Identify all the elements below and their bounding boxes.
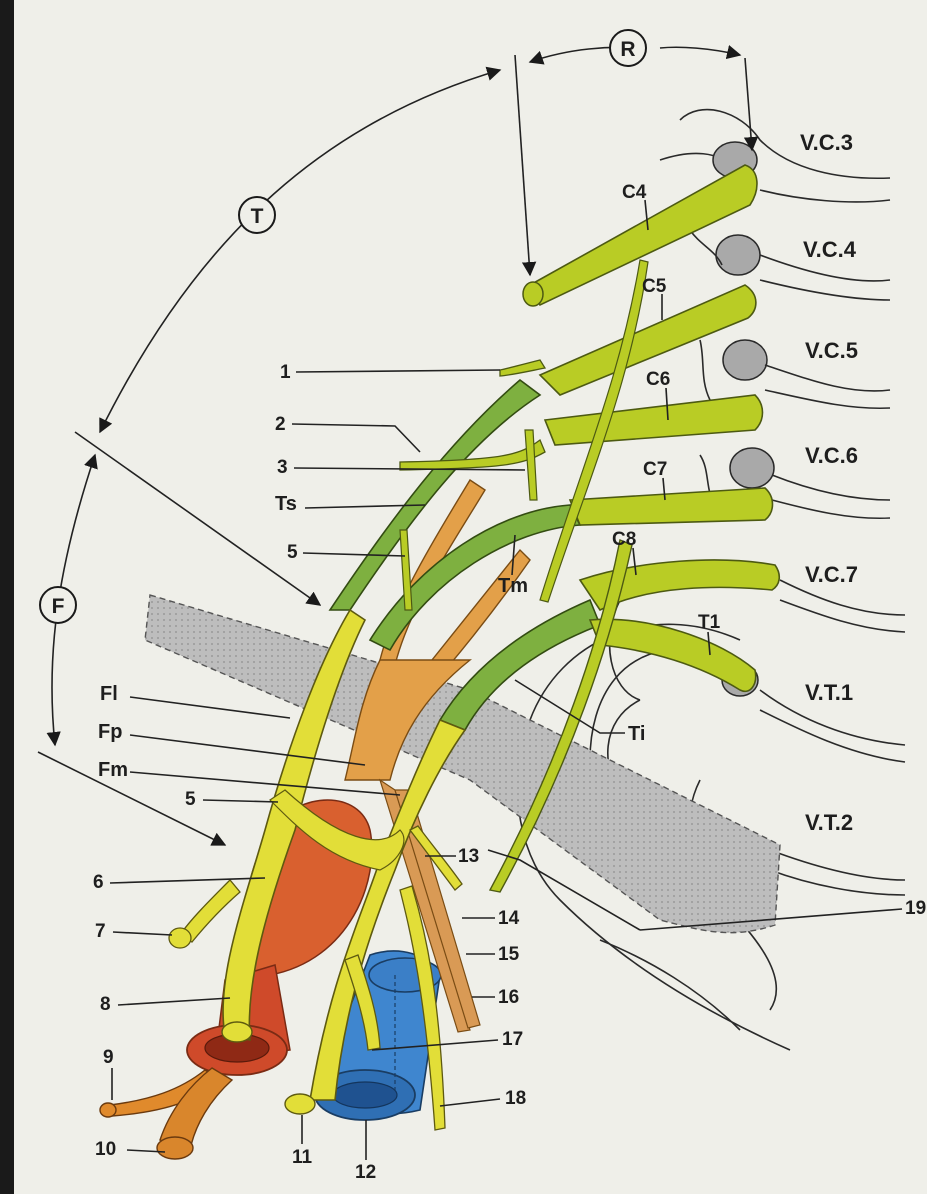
- number-label-9: 9: [103, 1047, 114, 1068]
- region-label-T: T: [239, 197, 275, 233]
- number-label-2: 2: [275, 414, 286, 435]
- number-label-12: 12: [355, 1162, 376, 1183]
- vertebra-label: V.C.3: [800, 130, 853, 155]
- number-label-14: 14: [498, 908, 520, 929]
- number-label-6: 6: [93, 872, 104, 893]
- number-label-15: 15: [498, 944, 520, 965]
- number-label-3: 3: [277, 457, 288, 478]
- vertebra-label: V.C.5: [805, 338, 858, 363]
- vertebra-label: V.T.2: [805, 810, 853, 835]
- number-label-8: 8: [100, 994, 111, 1015]
- root-label: C4: [622, 182, 647, 203]
- number-label-5: 5: [287, 542, 298, 563]
- root-label: C5: [642, 276, 667, 297]
- number-label-5: 5: [185, 789, 196, 810]
- root-label: C6: [646, 369, 670, 390]
- number-label-10: 10: [95, 1139, 116, 1160]
- cord-label-lateral: Fl: [100, 683, 118, 705]
- cord-label-posterior: Fp: [98, 721, 122, 743]
- cord-label-medial: Fm: [98, 759, 128, 781]
- root-label: T1: [698, 612, 721, 633]
- photo-border: [0, 0, 14, 1194]
- trunk-label-superior: Ts: [275, 493, 297, 515]
- number-label-18: 18: [505, 1088, 526, 1109]
- svg-text:T: T: [251, 205, 264, 228]
- number-label-11: 11: [292, 1147, 313, 1168]
- root-label: C8: [612, 529, 636, 550]
- number-label-17: 17: [502, 1029, 523, 1050]
- svg-text:F: F: [52, 595, 65, 618]
- vertebra-label: V.C.7: [805, 562, 858, 587]
- number-label-13: 13: [458, 846, 479, 867]
- vertebra-label: V.C.4: [803, 237, 857, 262]
- root-label: C7: [643, 459, 667, 480]
- number-label-16: 16: [498, 987, 519, 1008]
- region-label-F: F: [40, 587, 76, 623]
- trunk-label-middle: Tm: [498, 575, 528, 597]
- number-label-1: 1: [280, 362, 291, 383]
- vertebra-label: V.C.6: [805, 443, 858, 468]
- number-label-7: 7: [95, 921, 106, 942]
- vertebra-label: V.T.1: [805, 680, 853, 705]
- svg-text:R: R: [620, 38, 635, 61]
- region-label-R: R: [610, 30, 646, 66]
- trunk-label-inferior: Ti: [628, 723, 645, 745]
- number-label-19: 19: [905, 898, 926, 919]
